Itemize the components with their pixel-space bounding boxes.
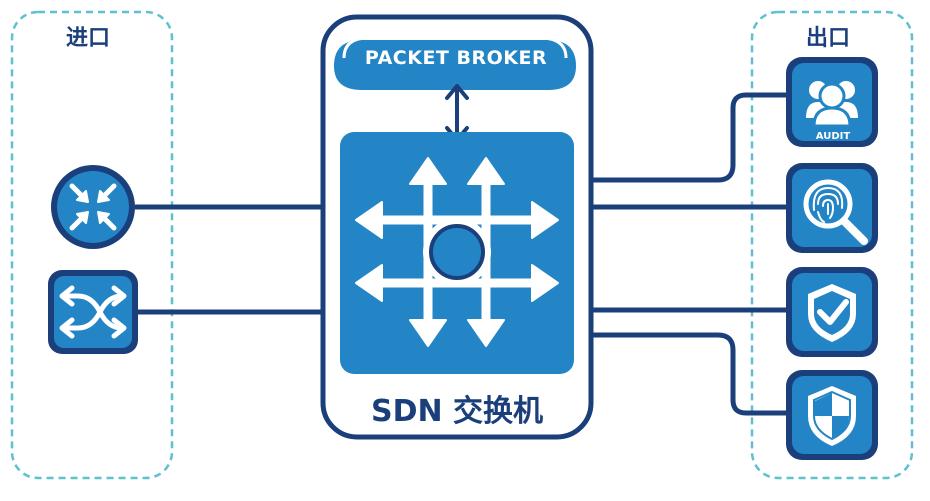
fingerprint-search-icon	[786, 163, 878, 253]
packet-broker-pill	[334, 40, 576, 90]
shield-cross-icon	[786, 370, 878, 460]
egress-label: 出口	[806, 26, 851, 51]
crossing-arrows-icon	[48, 270, 138, 354]
sdn-switch-label: SDN 交换机	[370, 394, 544, 429]
audit-users-icon	[786, 57, 878, 147]
converge-arrows-icon	[51, 165, 135, 249]
shield-check-icon	[786, 267, 878, 357]
connection-lines	[135, 92, 786, 416]
packet-broker-outline	[342, 36, 568, 59]
packet-broker-label: PACKET BROKER	[364, 47, 548, 69]
egress-zone	[750, 10, 914, 480]
ingress-label: 进口	[66, 26, 111, 51]
multidirectional-arrows-icon	[355, 157, 559, 347]
ingress-zone	[10, 10, 174, 480]
audit-label: AUDIT	[815, 131, 851, 142]
